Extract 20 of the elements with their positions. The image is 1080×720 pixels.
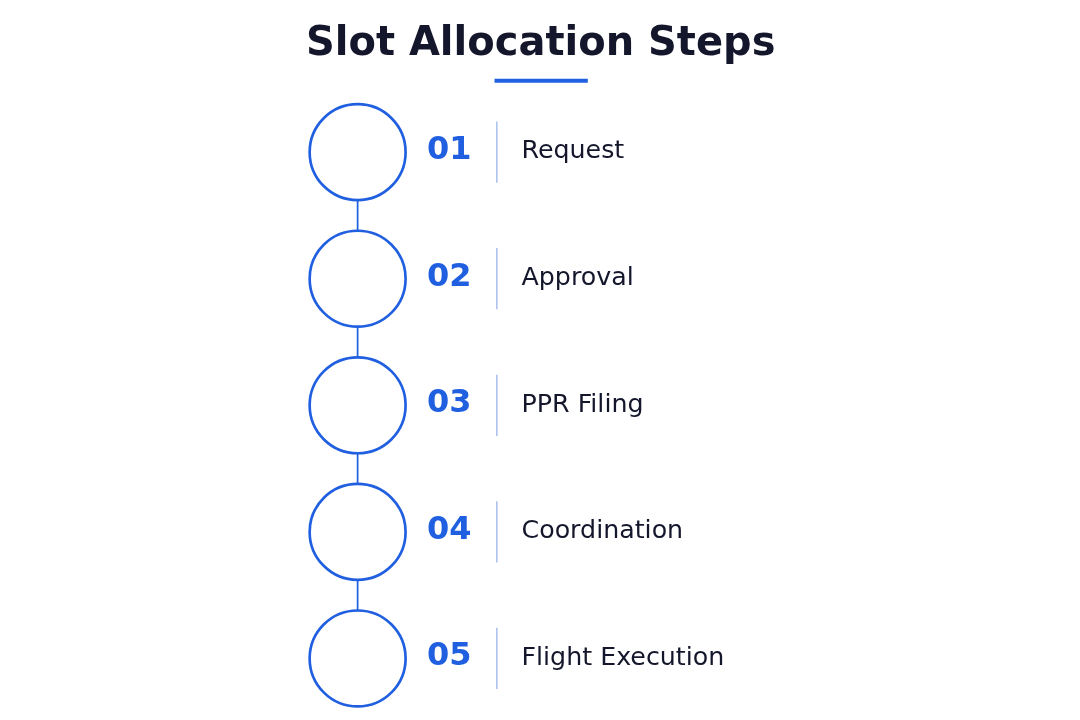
node-label: Request [521, 135, 624, 165]
node-circle [307, 356, 407, 455]
node-circle [307, 482, 407, 582]
node-label: 03 [426, 382, 471, 421]
node-circle [307, 609, 407, 708]
connector [356, 326, 358, 358]
node-label: 01 [426, 129, 471, 168]
node-label: Flight Execution [521, 641, 724, 671]
node-circle [307, 229, 407, 328]
connector [356, 452, 358, 485]
diagram-title: Slot Allocation Steps [305, 17, 775, 64]
node-label: PPR Filing [521, 388, 644, 418]
node-label: Approval [521, 261, 634, 291]
node-label: Coordination [521, 515, 683, 545]
node-label: 05 [426, 635, 471, 674]
connector [356, 199, 358, 232]
node-label: 04 [426, 508, 471, 547]
node-circle [307, 102, 407, 202]
connector [356, 579, 358, 612]
node-label: 02 [426, 255, 471, 294]
